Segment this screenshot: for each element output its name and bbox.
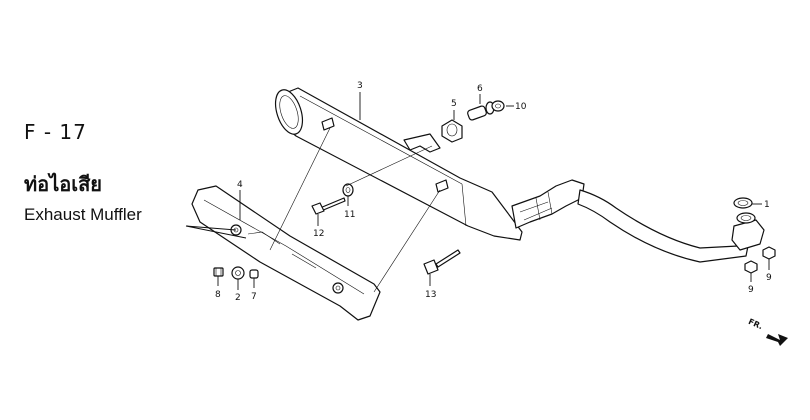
- part-11-washer: [342, 183, 354, 197]
- callout-5: 5: [451, 99, 457, 109]
- callout-4: 4: [237, 180, 243, 190]
- callout-labels: 3 4 5 6 10 11 12 13 8 2 7 1 9 9: [215, 81, 772, 303]
- thai-section-title: ท่อไอเสีย: [24, 172, 103, 196]
- callout-9-right: 9: [766, 273, 772, 283]
- part-5-joint-nut: [441, 119, 463, 143]
- part-2-grommet: [231, 266, 245, 280]
- section-code: F - 17: [24, 120, 87, 144]
- front-arrow-icon: [766, 334, 788, 346]
- part-13-bolt: [423, 249, 461, 275]
- callout-3: 3: [357, 81, 363, 91]
- callout-13: 13: [425, 290, 436, 300]
- part-8-bolt: [213, 267, 224, 277]
- part-10-rubber: [491, 100, 505, 112]
- leader-lines: [185, 92, 770, 293]
- part-12-bolt: [311, 197, 346, 215]
- part-1-gasket: [733, 197, 753, 209]
- muffler-body: [274, 87, 523, 241]
- callout-7: 7: [251, 292, 257, 302]
- callout-10: 10: [515, 102, 527, 112]
- english-section-title: Exhaust Muffler: [24, 205, 142, 224]
- callout-11: 11: [344, 210, 355, 220]
- callout-12: 12: [313, 229, 324, 239]
- part-9-nut-b: [762, 246, 776, 260]
- exhaust-pipe: [511, 179, 765, 263]
- callout-1: 1: [764, 200, 770, 210]
- front-direction-label: FR.: [747, 317, 764, 331]
- front-direction-marker: FR.: [747, 317, 788, 346]
- callout-9-left: 9: [748, 285, 754, 295]
- callout-8: 8: [215, 290, 221, 300]
- part-7-collar: [249, 269, 259, 279]
- callout-6: 6: [477, 84, 483, 94]
- part-6-collar: [467, 101, 495, 121]
- callout-2: 2: [235, 293, 241, 303]
- part-9-nut-a: [744, 260, 758, 274]
